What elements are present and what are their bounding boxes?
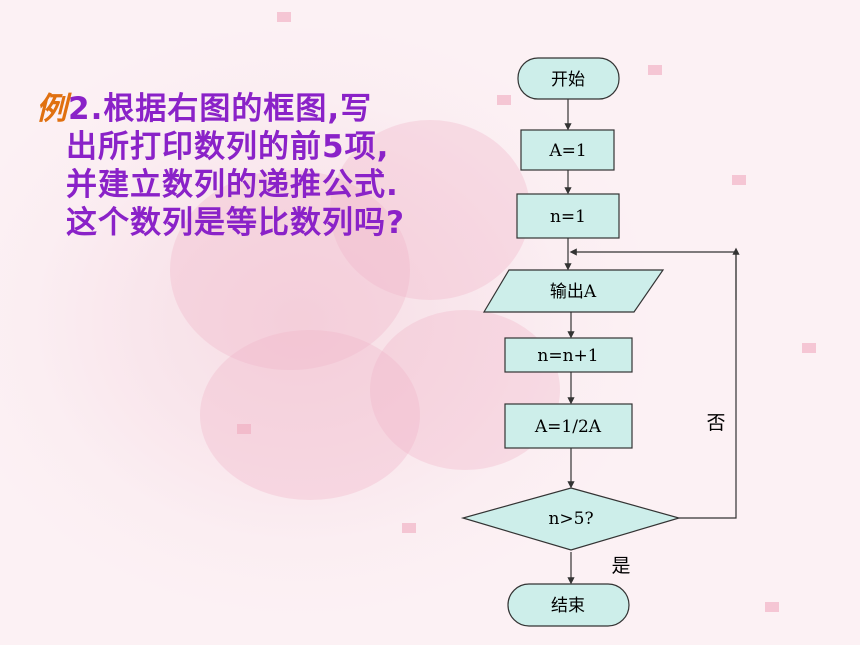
background-square	[648, 65, 662, 75]
start-label: 开始	[551, 70, 585, 90]
background-petal	[200, 330, 420, 500]
end-label: 结束	[551, 596, 585, 616]
condition-label: n>5?	[548, 509, 593, 529]
assign-a-label: A=1	[548, 141, 586, 161]
example-prefix: 例	[36, 91, 68, 127]
no-branch-label: 否	[706, 412, 725, 434]
assign-n-label: n=1	[550, 207, 586, 227]
assign-a-box	[520, 129, 615, 171]
problem-line-4: 这个数列是等比数列吗?	[66, 205, 405, 241]
background-square	[765, 602, 779, 612]
condition-diamond	[460, 487, 682, 551]
update-a-box	[504, 403, 633, 449]
background-square	[237, 424, 251, 434]
end-node	[507, 583, 630, 627]
output-parallelogram	[482, 269, 665, 313]
background-square	[402, 523, 416, 533]
update-a-label: A=1/2A	[534, 417, 602, 437]
background-square	[497, 95, 511, 105]
background-square	[277, 12, 291, 22]
background-square	[732, 175, 746, 185]
problem-line-3: 并建立数列的递推公式.	[66, 167, 399, 203]
problem-statement: 例2.根据右图的框图,写 出所打印数列的前5项, 并建立数列的递推公式. 这个数…	[36, 90, 476, 242]
background-petal	[330, 120, 530, 300]
increment-label: n=n+1	[537, 346, 598, 366]
problem-line-1: 例2.根据右图的框图,写	[36, 91, 373, 127]
start-node	[517, 57, 620, 100]
assign-n-box	[516, 193, 620, 239]
increment-box	[504, 337, 633, 373]
output-label: 输出A	[550, 282, 597, 302]
yes-branch-label: 是	[611, 555, 630, 577]
problem-line-2: 出所打印数列的前5项,	[66, 129, 390, 165]
loop-back-connector	[569, 248, 737, 519]
background-square	[802, 343, 816, 353]
background-petal	[170, 170, 410, 370]
